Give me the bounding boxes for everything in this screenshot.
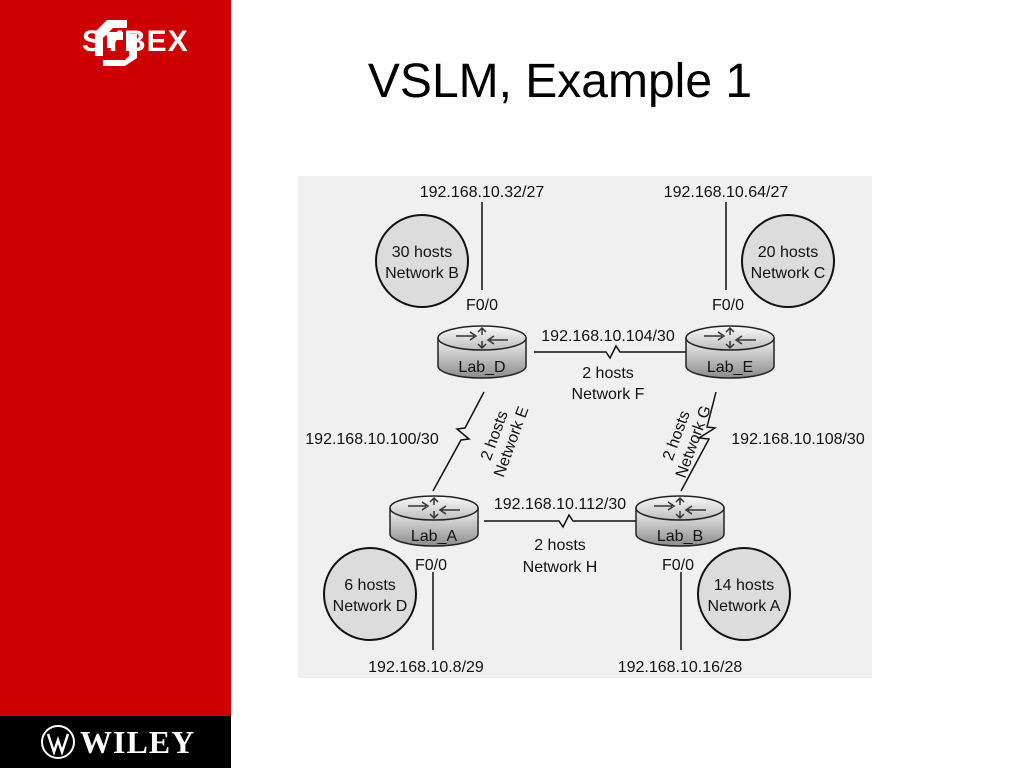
network-d-name: Network D <box>333 598 408 615</box>
network-c-circle <box>741 214 835 308</box>
network-f-hosts: 2 hosts <box>582 365 634 382</box>
network-g-subnet: 192.168.10.108/30 <box>731 431 865 448</box>
network-a-name: Network A <box>708 598 781 615</box>
lab-a-port-label: F0/0 <box>415 557 447 574</box>
network-e-subnet: 192.168.10.100/30 <box>305 431 439 448</box>
network-b-subnet: 192.168.10.32/27 <box>420 184 545 201</box>
router-lab-a: Lab_A <box>389 495 479 547</box>
network-a-hosts: 14 hosts <box>714 577 774 594</box>
slide-title: VSLM, Example 1 <box>367 55 753 108</box>
router-lab-a-name: Lab_A <box>411 528 458 545</box>
wiley-seal-icon <box>41 725 75 759</box>
lab-b-port-label: F0/0 <box>662 557 694 574</box>
network-h-subnet: 192.168.10.112/30 <box>494 496 626 513</box>
wan-link-e <box>432 391 485 492</box>
lab-d-port-label: F0/0 <box>466 297 498 314</box>
network-c-hosts: 20 hosts <box>758 244 818 261</box>
wan-link-g <box>680 391 718 492</box>
router-lab-d: Lab_D <box>437 325 527 379</box>
wan-link-f <box>534 344 686 360</box>
network-b-name: Network B <box>385 265 459 282</box>
network-a-circle <box>697 547 791 641</box>
router-lab-d-name: Lab_D <box>458 359 505 376</box>
network-b-hosts: 30 hosts <box>392 244 452 261</box>
network-b-circle <box>375 214 469 308</box>
network-d-subnet: 192.168.10.8/29 <box>368 659 484 676</box>
network-c-subnet: 192.168.10.64/27 <box>664 184 789 201</box>
router-lab-b-name: Lab_B <box>657 528 703 545</box>
router-lab-e-name: Lab_E <box>707 359 753 376</box>
lab-e-port-label: F0/0 <box>712 297 744 314</box>
network-d-circle <box>323 547 417 641</box>
network-h-hosts: 2 hosts <box>534 537 586 554</box>
router-arrows-icon <box>456 326 508 350</box>
network-d-hosts: 6 hosts <box>344 577 396 594</box>
router-lab-e: Lab_E <box>685 325 775 379</box>
router-arrows-icon <box>704 326 756 350</box>
router-lab-b: Lab_B <box>635 495 725 547</box>
network-a-subnet: 192.168.10.16/28 <box>618 659 743 676</box>
network-f-subnet: 192.168.10.104/30 <box>541 328 675 345</box>
network-c-name: Network C <box>751 265 826 282</box>
sidebar-footer <box>0 716 231 768</box>
network-h-name: Network H <box>523 559 598 576</box>
sybex-logo-icon <box>95 20 137 66</box>
sidebar <box>0 0 231 768</box>
wiley-wordmark: WILEY <box>80 724 196 760</box>
sybex-wordmark: SYBEX <box>82 25 189 58</box>
router-arrows-icon <box>408 496 460 520</box>
network-f-name: Network F <box>572 386 645 403</box>
network-diagram: 30 hosts Network B 20 hosts Network C 6 … <box>298 176 872 678</box>
router-arrows-icon <box>654 496 706 520</box>
wan-link-h <box>484 513 636 529</box>
